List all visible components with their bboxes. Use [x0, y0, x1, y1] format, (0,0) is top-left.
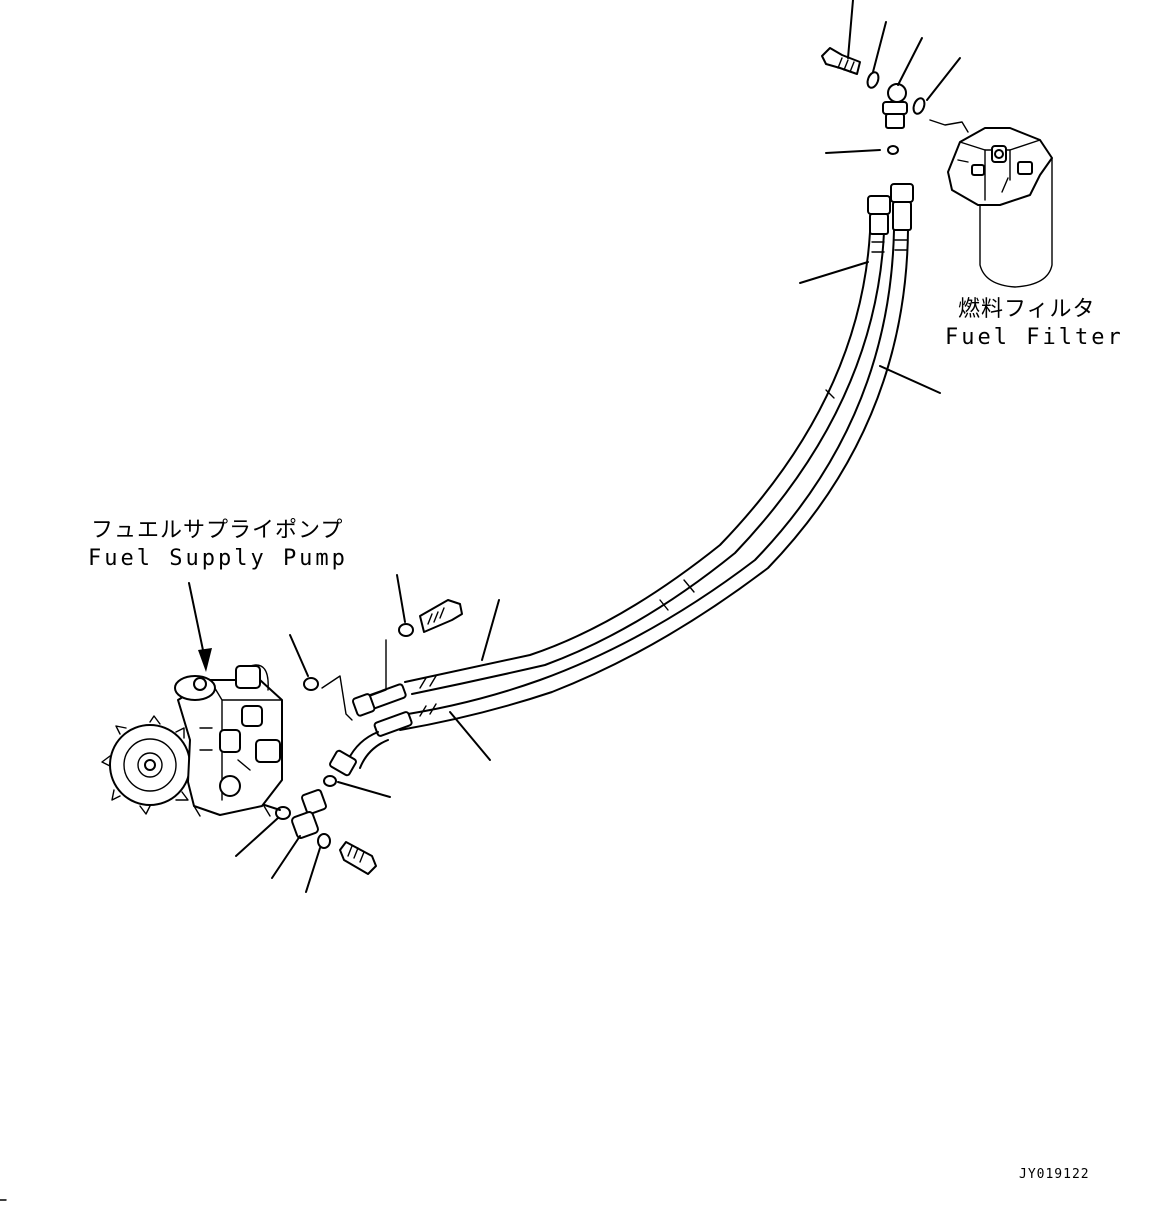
- o-ring-icon: [323, 775, 337, 787]
- fuel-supply-pump-icon: [101, 664, 283, 817]
- leader-lines-top: [799, 0, 969, 394]
- bolt-icon: [419, 599, 463, 633]
- washer-icon: [866, 71, 880, 89]
- pump-side-upper-parts: [303, 599, 463, 721]
- fitting-icon: [882, 83, 908, 129]
- fitting-icon: [291, 789, 327, 839]
- bolt-icon: [339, 841, 377, 875]
- washer-icon: [398, 623, 414, 637]
- pump-side-lower-parts: [275, 775, 377, 875]
- top-fitting-group: [821, 47, 926, 155]
- drawing-code: JY019122: [1019, 1167, 1090, 1182]
- fuel-filter-label-en: Fuel Filter: [945, 325, 1124, 350]
- washer-icon: [303, 677, 319, 691]
- supply-pump-label-jp: フュエルサプライポンプ: [91, 518, 344, 543]
- hose-icon: [329, 183, 914, 777]
- fuel-filter-label-jp: 燃料フィルタ: [958, 297, 1096, 322]
- arrow-icon: [188, 582, 212, 672]
- supply-pump-label-en: Fuel Supply Pump: [88, 546, 348, 571]
- bolt-icon: [821, 47, 861, 75]
- washer-icon: [912, 97, 926, 115]
- washer-icon: [317, 833, 331, 849]
- o-ring-icon: [887, 145, 899, 155]
- fuel-filter-icon: [947, 127, 1053, 288]
